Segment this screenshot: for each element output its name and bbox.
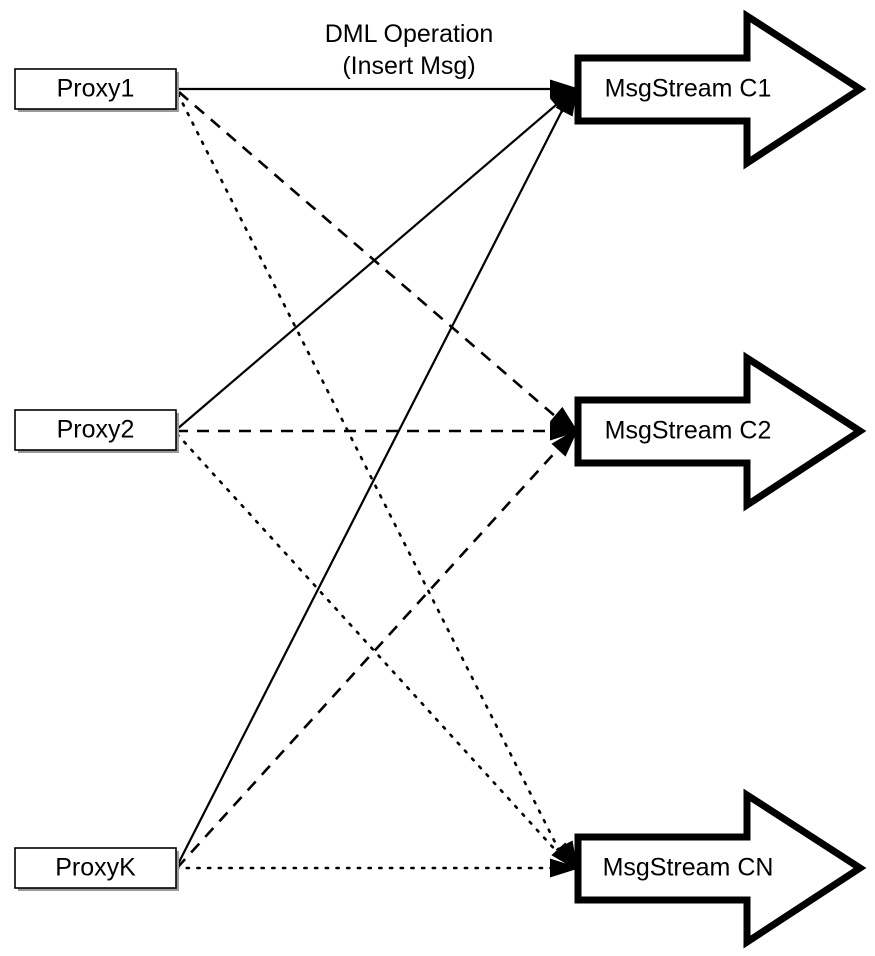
proxy-box-outline [14, 409, 177, 451]
connection-proxy2-to-c1 [175, 92, 571, 431]
msgstream-node-msgstream-c1[interactable]: MsgStream C1 [574, 9, 867, 170]
arrowhead-proxy1-to-c2 [550, 406, 580, 434]
proxy-label: ProxyK [55, 854, 136, 882]
arrowhead-proxy2-to-cn [551, 842, 579, 871]
arrowhead-proxyk-to-cn [550, 858, 580, 878]
edge-label-line2: (Insert Msg) [342, 52, 475, 80]
connection-proxy2-to-cn [175, 432, 570, 866]
arrowhead-proxyk-to-c2 [551, 428, 579, 457]
msgstream-node-msgstream-cn[interactable]: MsgStream CN [574, 788, 867, 949]
edge-label-dml-operation: DML Operation (Insert Msg) [325, 20, 494, 80]
msgstream-arrow-shape [574, 351, 867, 512]
msgstream-label: MsgStream C1 [605, 75, 772, 103]
connection-proxy1-to-cn [176, 92, 568, 866]
connection-proxyk-to-c1 [175, 94, 571, 869]
proxy-label: Proxy2 [57, 416, 135, 444]
msgstream-node-msgstream-c2[interactable]: MsgStream C2 [574, 351, 867, 512]
connections-layer [174, 87, 572, 870]
edge-label-line1: DML Operation [325, 20, 494, 48]
arrowhead-proxy1-to-c1 [550, 79, 580, 99]
msgstream-label: MsgStream C2 [605, 417, 772, 445]
proxy-node-proxyk[interactable]: ProxyK [14, 847, 179, 891]
proxy-box-outline [14, 68, 177, 110]
connection-proxyk-to-c2 [176, 436, 570, 869]
arrowhead-proxyk-to-c1 [555, 85, 578, 117]
msgstream-label: MsgStream CN [603, 854, 774, 882]
arrowheads-layer [550, 79, 580, 878]
proxy-node-proxy2[interactable]: Proxy2 [14, 409, 179, 453]
msgstream-arrow-shape [574, 9, 867, 170]
msgstream-nodes-layer: MsgStream C1 MsgStream C2 MsgStream CN [574, 9, 867, 949]
arrowhead-proxy2-to-c2 [550, 421, 580, 441]
proxy-box-outline [14, 847, 177, 889]
msgstream-arrow-shape [574, 788, 867, 949]
proxy-node-proxy1[interactable]: Proxy1 [14, 68, 179, 112]
proxy-label: Proxy1 [57, 75, 135, 103]
